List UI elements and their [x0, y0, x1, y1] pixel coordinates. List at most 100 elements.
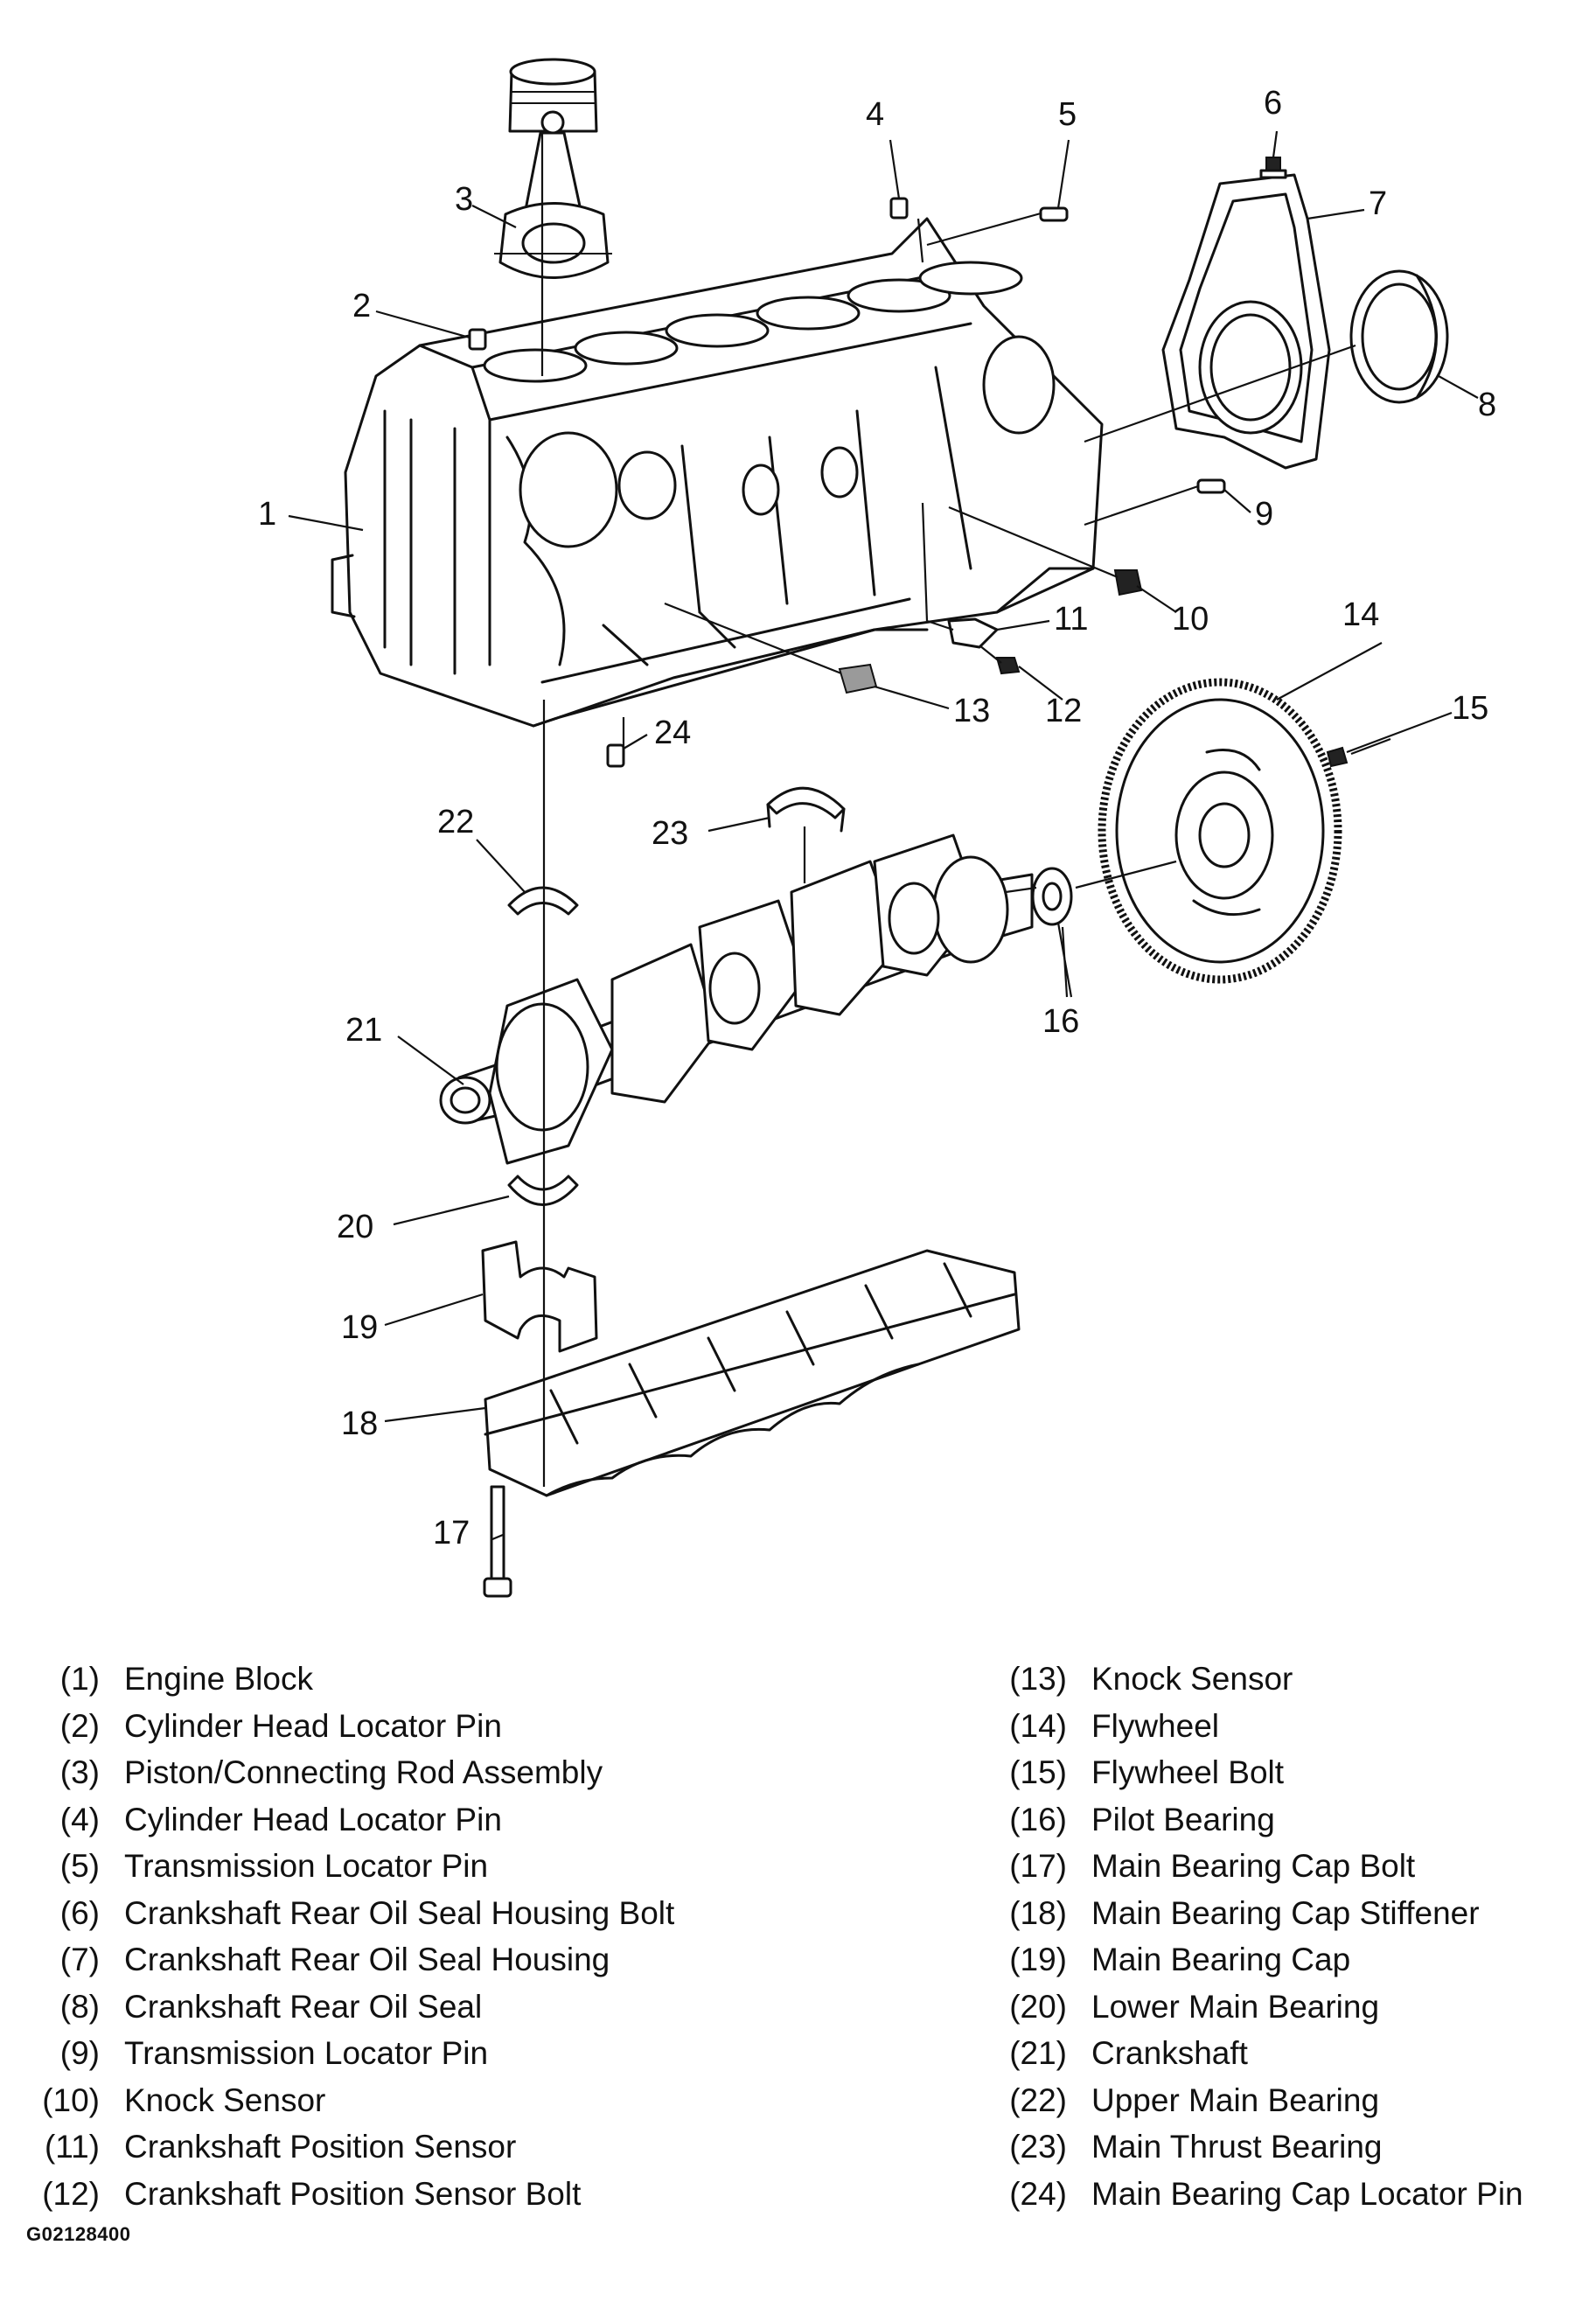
- legend-item: (20) Lower Main Bearing: [1001, 1984, 1523, 2031]
- legend-label: Main Bearing Cap: [1091, 1942, 1351, 1977]
- legend-item: (17) Main Bearing Cap Bolt: [1001, 1843, 1523, 1890]
- legend-label: Main Bearing Cap Locator Pin: [1091, 2175, 1523, 2212]
- callout-16: 16: [1042, 1003, 1079, 1040]
- legend-item: (15) Flywheel Bolt: [1001, 1749, 1523, 1796]
- legend-label: Crankshaft Position Sensor Bolt: [124, 2175, 582, 2212]
- legend-label: Lower Main Bearing: [1091, 1988, 1380, 2025]
- callout-8: 8: [1478, 387, 1496, 423]
- legend-item: (5) Transmission Locator Pin: [26, 1843, 674, 1890]
- legend-item: (4)Cylinder Head Locator Pin: [26, 1796, 674, 1844]
- legend-number: (5): [59, 1848, 100, 1884]
- flywheel: [1098, 678, 1342, 984]
- legend-item: (21) Crankshaft: [1001, 2030, 1523, 2077]
- main-bearing-cap: [481, 1240, 598, 1353]
- legend-item: (18) Main Bearing Cap Stiffener: [1001, 1890, 1523, 1937]
- crankshaft-rear-oil-seal-housing: [1161, 173, 1331, 470]
- main-bearing-cap-locator-pin: [606, 743, 625, 768]
- legend-label: Transmission Locator Pin: [124, 1848, 489, 1884]
- callout-numbers: 1 2 3 4 5 6 7 8 9 10 11 12 13 14 15 16 1…: [258, 85, 1496, 1551]
- legend-number: (3): [59, 1754, 100, 1790]
- callout-11: 11: [1054, 601, 1088, 638]
- callout-19: 19: [341, 1309, 378, 1346]
- legend-number: (14): [1009, 1707, 1067, 1744]
- parts-legend-right: (13) Knock Sensor (14)Flywheel (15) Flywhe…: [1001, 1656, 1523, 2217]
- legend-number: (16): [1009, 1801, 1067, 1837]
- legend-label: Transmission Locator Pin: [124, 2035, 489, 2071]
- crankshaft-rear-oil-seal: [1349, 269, 1449, 404]
- callout-5: 5: [1058, 96, 1077, 133]
- legend-number: (19): [1009, 1942, 1067, 1977]
- legend-item: (1) Engine Block: [26, 1656, 674, 1703]
- legend-label: Main Bearing Cap Stiffener: [1091, 1894, 1480, 1931]
- legend-label: Cylinder Head Locator Pin: [124, 1801, 502, 1837]
- callout-21: 21: [345, 1012, 382, 1049]
- legend-label: Crankshaft Position Sensor: [124, 2129, 517, 2165]
- knock-sensor-13: [838, 663, 878, 694]
- callout-4: 4: [866, 96, 884, 133]
- legend-item: (16) Pilot Bearing: [1001, 1796, 1523, 1844]
- legend-label: Engine Block: [124, 1661, 313, 1697]
- legend-item: (9) Transmission Locator Pin: [26, 2030, 674, 2077]
- legend-number: (24): [1009, 2175, 1067, 2212]
- legend-label: Pilot Bearing: [1091, 1801, 1275, 1837]
- legend-number: (20): [1009, 1988, 1067, 2025]
- legend-number: (12): [42, 2175, 100, 2212]
- legend-number: (7): [59, 1942, 100, 1977]
- legend-number: (9): [59, 2035, 100, 2071]
- cylinder-head-locator-pin-4: [889, 197, 909, 220]
- transmission-locator-pin-5: [1039, 206, 1069, 222]
- legend-item: (6) Crankshaft Rear Oil Seal Housing Bolt: [26, 1890, 675, 1937]
- callout-24: 24: [654, 715, 691, 751]
- flywheel-bolt: [1326, 746, 1349, 768]
- callout-22: 22: [437, 804, 474, 840]
- legend-item: (10)Knock Sensor: [26, 2077, 674, 2124]
- pilot-bearing: [1031, 867, 1073, 926]
- piston-connecting-rod-assembly: [494, 58, 612, 279]
- legend-number: (15): [1009, 1754, 1067, 1790]
- crankshaft-rear-oil-seal-housing-bolt: [1259, 157, 1287, 179]
- legend-label: Crankshaft: [1091, 2035, 1248, 2071]
- legend-number: (18): [1009, 1894, 1067, 1931]
- legend-item: (12) Crankshaft Position Sensor Bolt: [26, 2171, 674, 2218]
- legend-item: (7) Crankshaft Rear Oil Seal Housing: [26, 1936, 674, 1984]
- callout-6: 6: [1264, 85, 1282, 122]
- parts-legend-left: (1) Engine Block (2) Cylinder Head Locator…: [26, 1656, 674, 2217]
- cylinder-head-locator-pin-2: [468, 328, 487, 351]
- legend-number: (11): [44, 2129, 100, 2165]
- callout-1: 1: [258, 496, 276, 533]
- legend-number: (21): [1009, 2035, 1067, 2071]
- legend-number: (1): [59, 1661, 100, 1697]
- callout-2: 2: [352, 288, 371, 324]
- legend-item: (2) Cylinder Head Locator Pin: [26, 1703, 674, 1750]
- legend-item: (14)Flywheel: [1001, 1703, 1523, 1750]
- legend-item: (23)Main Thrust Bearing: [1001, 2123, 1523, 2171]
- callout-14: 14: [1342, 596, 1379, 633]
- figure-code: G02128400: [26, 2223, 131, 2245]
- legend-label: Crankshaft Rear Oil Seal Housing: [124, 1942, 610, 1977]
- crankshaft: [439, 833, 1034, 1165]
- legend-label: Knock Sensor: [124, 2081, 326, 2118]
- legend-item: (19) Main Bearing Cap: [1001, 1936, 1523, 1984]
- legend-label: Main Bearing Cap Bolt: [1091, 1848, 1416, 1884]
- engine-block: [331, 217, 1104, 728]
- legend-label: Flywheel Bolt: [1091, 1754, 1285, 1790]
- callout-10: 10: [1172, 601, 1209, 638]
- main-bearing-cap-bolt: [483, 1485, 512, 1598]
- legend-number: (6): [59, 1894, 100, 1931]
- legend-number: (17): [1009, 1848, 1067, 1884]
- callout-9: 9: [1255, 496, 1273, 533]
- callout-12: 12: [1045, 693, 1082, 729]
- leader-lines: [288, 130, 1479, 1541]
- main-thrust-bearing: [766, 786, 846, 833]
- callout-17: 17: [433, 1515, 470, 1551]
- knock-sensor-10: [1113, 569, 1143, 596]
- callout-13: 13: [953, 693, 990, 729]
- legend-number: (13): [1009, 1661, 1067, 1697]
- legend-label: Upper Main Bearing: [1091, 2081, 1380, 2118]
- legend-item: (8)Crankshaft Rear Oil Seal: [26, 1984, 674, 2031]
- callout-18: 18: [341, 1405, 378, 1442]
- legend-label: Cylinder Head Locator Pin: [124, 1707, 502, 1744]
- legend-label: Knock Sensor: [1091, 1661, 1293, 1697]
- legend-label: Crankshaft Rear Oil Seal Housing Bolt: [124, 1894, 675, 1931]
- legend-number: (2): [59, 1707, 100, 1744]
